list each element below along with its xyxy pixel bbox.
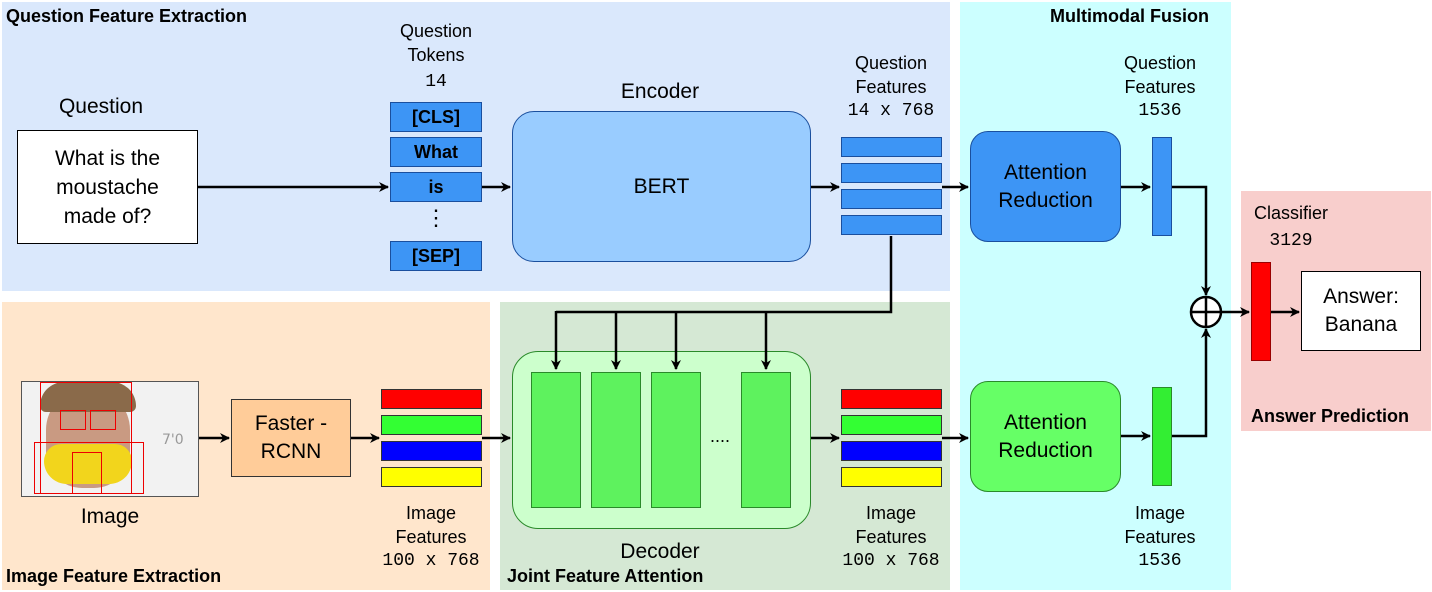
decoded-feature-bar-red [841, 389, 942, 409]
fusion-image-features-line2: Features [1124, 527, 1196, 547]
question-heading: Question [58, 95, 144, 118]
answer-line1: Answer: [1323, 285, 1399, 308]
image-feature-bar-blue [381, 441, 482, 461]
classifier-bar [1251, 262, 1271, 361]
tokens-count: 14 [425, 72, 447, 92]
decoder-layer [591, 372, 641, 508]
attention-reduction-image-label: Attention Reduction [998, 410, 1093, 462]
image-features-dims: 100 x 768 [382, 551, 480, 571]
fused-i-to-sum [1172, 328, 1211, 438]
decoder-layer [741, 372, 791, 508]
question-box: What is the moustache made of? [17, 130, 198, 244]
answer-box: Answer: Banana [1301, 271, 1421, 351]
image-label: Image [80, 505, 140, 528]
multimodal-fusion-region [960, 2, 1231, 590]
fusion-question-features-dims: 1536 [1138, 101, 1182, 121]
fusion-image-features-line1: Image [1134, 503, 1186, 523]
attention-reduction-question-label: Attention Reduction [998, 160, 1093, 212]
decoder-heading: Decoder [620, 540, 700, 563]
decoded-feature-bar-green [841, 415, 942, 435]
hair-shape [40, 382, 136, 412]
faster-rcnn-label: Faster - RCNN [254, 412, 328, 463]
attention-reduction-image-box: Attention Reduction [970, 381, 1121, 492]
decoder-layer [651, 372, 701, 508]
image-feature-bar-red [381, 389, 482, 409]
question-feature-bar [841, 163, 942, 183]
decoder-layer [531, 372, 581, 508]
image-extraction-title: Image Feature Extraction [6, 566, 222, 586]
bbox [60, 410, 86, 430]
decoded-feature-bar-blue [841, 441, 942, 461]
image-features-line2: Features [395, 527, 467, 547]
encoder-heading: Encoder [620, 80, 700, 103]
tokens-heading-line1: Question [399, 21, 473, 41]
image-features-line1: Image [405, 503, 457, 523]
token-ellipsis: ⋮ [425, 205, 447, 230]
encoder-box: BERT [512, 111, 811, 262]
answer-line2: Banana [1324, 313, 1398, 336]
decoded-features-line1: Image [865, 503, 917, 523]
image-feature-bar-yellow [381, 467, 482, 487]
attention-reduction-question-box: Attention Reduction [970, 131, 1121, 242]
decoded-features-line2: Features [855, 527, 927, 547]
question-features-line2: Features [855, 77, 927, 97]
question-text: What is the moustache made of? [54, 146, 161, 228]
question-features-line1: Question [854, 53, 928, 73]
classifier-count: 3129 [1269, 231, 1313, 251]
question-features-to-decoder [556, 236, 893, 314]
fused-q-to-sum [1172, 185, 1211, 296]
bbox [90, 410, 116, 430]
answer-prediction-title: Answer Prediction [1251, 406, 1410, 426]
question-feature-bar [841, 215, 942, 235]
question-features-dims: 14 x 768 [847, 101, 935, 121]
image-feature-bar-green [381, 415, 482, 435]
sum-operator-icon [1189, 295, 1223, 329]
faster-rcnn-box: Faster - RCNN [231, 399, 351, 477]
banana-shape [44, 444, 132, 484]
tokens-heading-line2: Tokens [407, 45, 465, 65]
question-extraction-title: Question Feature Extraction [6, 6, 248, 26]
fusion-question-features-line1: Question [1123, 53, 1197, 73]
multimodal-fusion-title: Multimodal Fusion [1050, 6, 1209, 26]
decoded-features-dims: 100 x 768 [842, 551, 940, 571]
joint-attention-title: Joint Feature Attention [507, 566, 704, 586]
bbox [72, 452, 102, 494]
token-sep: [SEP] [390, 241, 482, 271]
fused-question-feature-bar [1152, 137, 1172, 236]
question-feature-bar [841, 137, 942, 157]
question-feature-bar [841, 189, 942, 209]
decoder-ellipsis: .... [709, 426, 730, 446]
fusion-question-features-line2: Features [1124, 77, 1196, 97]
token-is: is [390, 172, 482, 202]
wall-marking: 7'0 [162, 432, 184, 448]
classifier-label: Classifier [1253, 203, 1328, 223]
decoded-feature-bar-yellow [841, 467, 942, 487]
fused-image-feature-bar [1152, 387, 1172, 486]
token-cls: [CLS] [390, 102, 482, 132]
token-what: What [390, 137, 482, 167]
input-image: 7'0 [21, 381, 199, 497]
fusion-image-features-dims: 1536 [1138, 551, 1182, 571]
encoder-name: BERT [633, 174, 690, 198]
